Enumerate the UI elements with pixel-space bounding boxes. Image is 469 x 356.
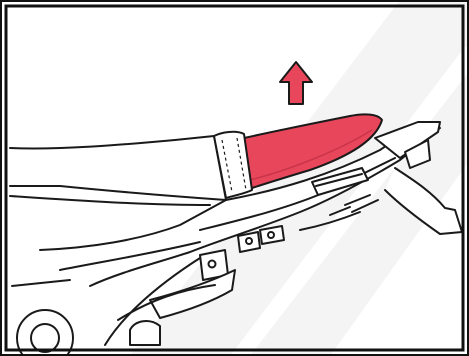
illustration-canvas	[0, 0, 469, 356]
seat-removal-illustration	[0, 0, 469, 356]
